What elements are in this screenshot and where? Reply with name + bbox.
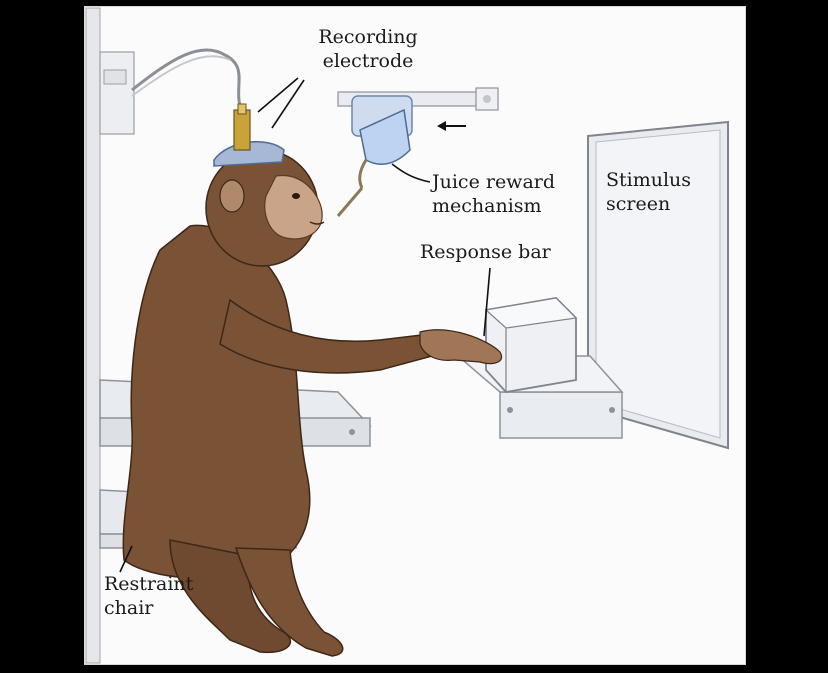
label-recording-electrode-line1: Recording: [318, 26, 418, 48]
electrode-cable: [131, 48, 244, 113]
leader-lines: [119, 77, 491, 573]
label-stimulus-screen: Stimulus screen: [606, 168, 691, 216]
label-juice-reward-line2: mechanism: [432, 195, 542, 217]
label-juice-reward-line1: Juice reward: [432, 171, 556, 193]
label-recording-electrode-line2: electrode: [322, 50, 414, 72]
monkey-illustration: [122, 103, 503, 657]
response-bar: [455, 297, 624, 439]
juice-reward-mechanism: [336, 87, 499, 217]
label-recording-electrode: Recording electrode: [306, 25, 430, 73]
label-stimulus-screen-line2: screen: [606, 193, 671, 215]
stimulus-screen: [587, 120, 729, 450]
label-restraint-chair-line2: chair: [104, 597, 154, 619]
label-response-bar: Response bar: [420, 240, 551, 264]
label-restraint-chair: Restraint chair: [104, 572, 193, 620]
label-stimulus-screen-line1: Stimulus: [606, 169, 692, 191]
label-response-bar-line1: Response bar: [420, 241, 551, 263]
label-juice-reward-mechanism: Juice reward mechanism: [432, 170, 555, 218]
wall-post: [85, 7, 135, 664]
label-restraint-chair-line1: Restraint: [104, 573, 194, 595]
